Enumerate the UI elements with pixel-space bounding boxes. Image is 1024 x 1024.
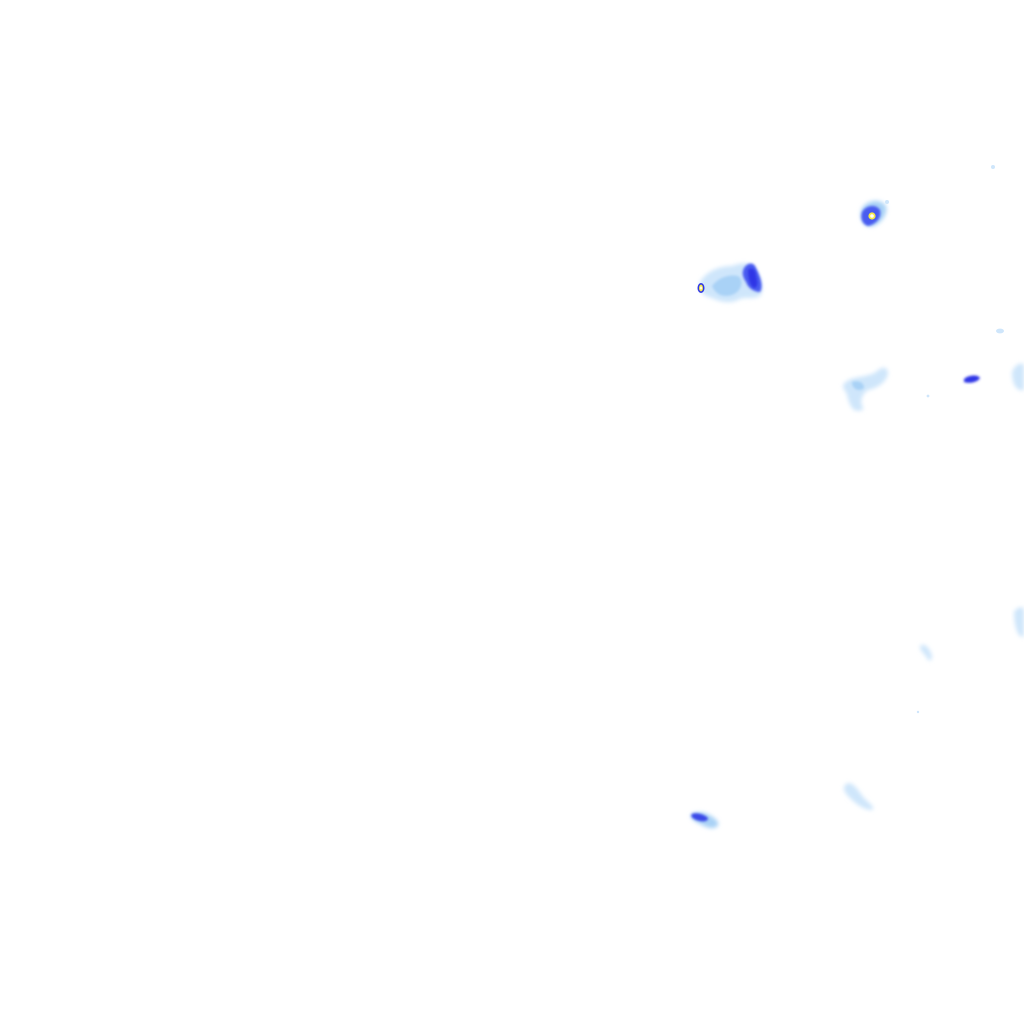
precip-cell-southeast [843, 607, 1024, 810]
precip-cell-north-central [697, 263, 763, 303]
precip-speck-1 [991, 165, 995, 169]
precip-cell-southwest [690, 812, 719, 829]
precip-band-east [843, 328, 1024, 411]
precip-cell-northeast [860, 200, 889, 227]
